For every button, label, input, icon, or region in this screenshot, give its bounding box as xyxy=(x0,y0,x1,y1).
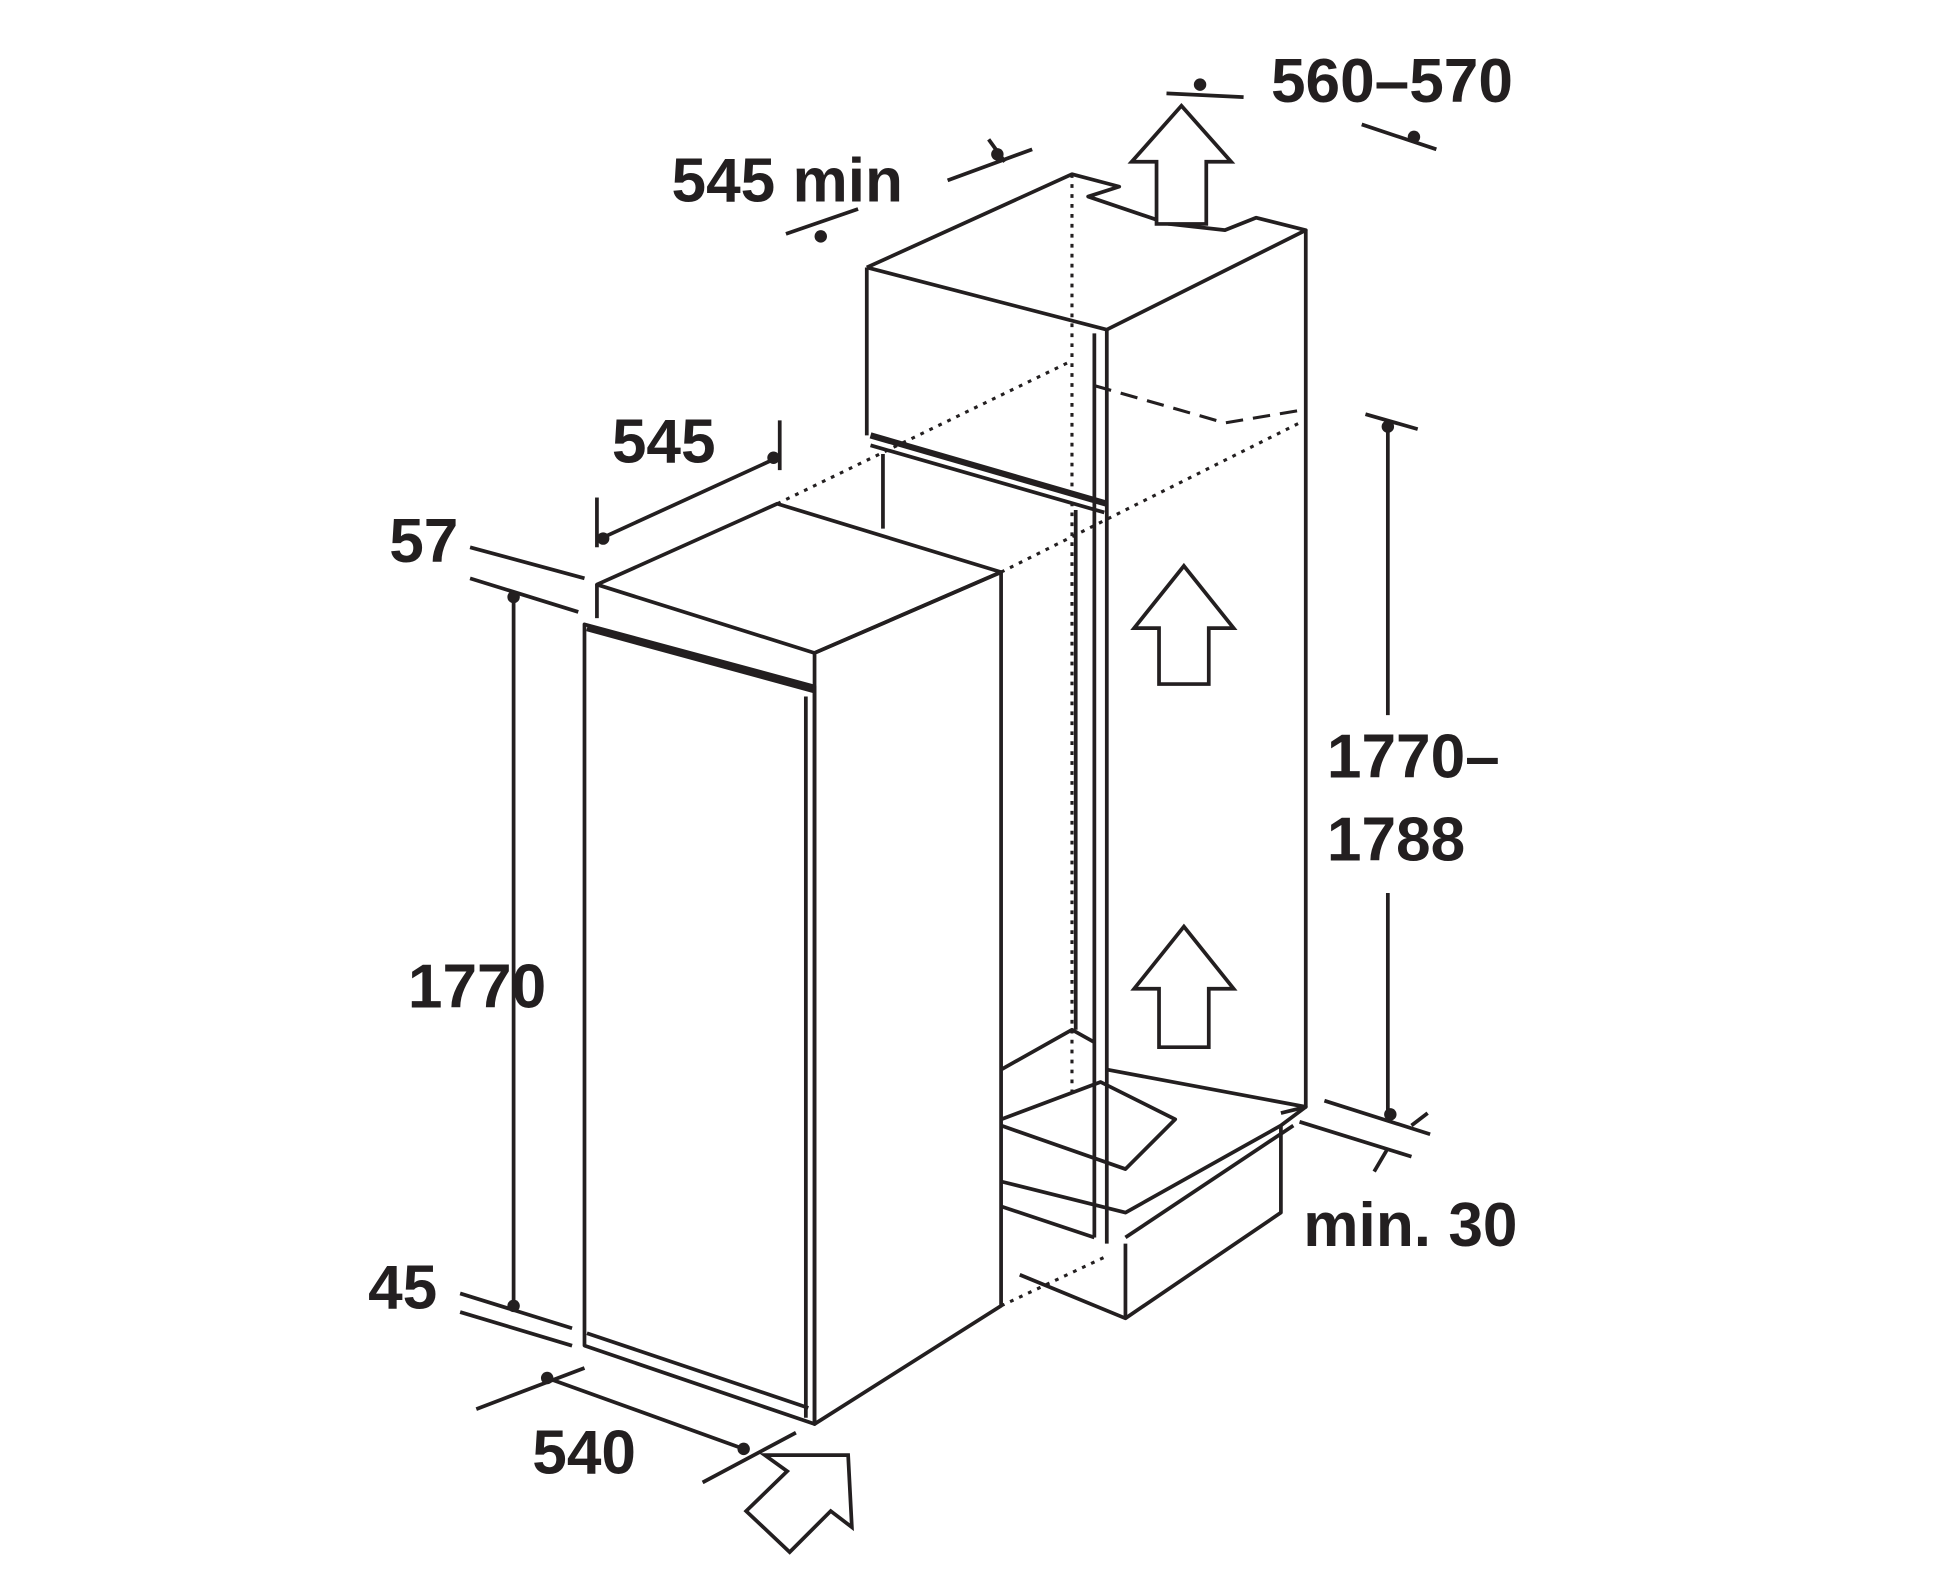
label-niche-depth: 545 min xyxy=(672,147,903,216)
arrow-up-icon xyxy=(1127,102,1236,226)
appliance-door xyxy=(582,622,817,1426)
label-niche-height-1: 1770– xyxy=(1327,722,1500,791)
cabinet-niche xyxy=(776,172,1308,1321)
label-niche-height-2: 1788 xyxy=(1327,806,1465,875)
airflow-arrows xyxy=(743,102,1238,1555)
label-appliance-height: 1770 xyxy=(408,952,546,1021)
label-ventilation-gap: min. 30 xyxy=(1303,1191,1517,1260)
dimension-lines xyxy=(459,78,1437,1485)
label-appliance-width: 540 xyxy=(532,1419,636,1488)
appliance xyxy=(582,501,1003,1426)
arrow-diagonal-icon xyxy=(743,1453,854,1555)
label-top-offset: 57 xyxy=(389,507,458,576)
label-niche-width: 560–570 xyxy=(1271,47,1513,116)
arrow-up-icon xyxy=(1130,923,1238,1050)
label-appliance-depth: 545 xyxy=(612,408,716,477)
label-bottom-offset: 45 xyxy=(368,1253,437,1322)
arrow-up-icon xyxy=(1130,562,1238,686)
